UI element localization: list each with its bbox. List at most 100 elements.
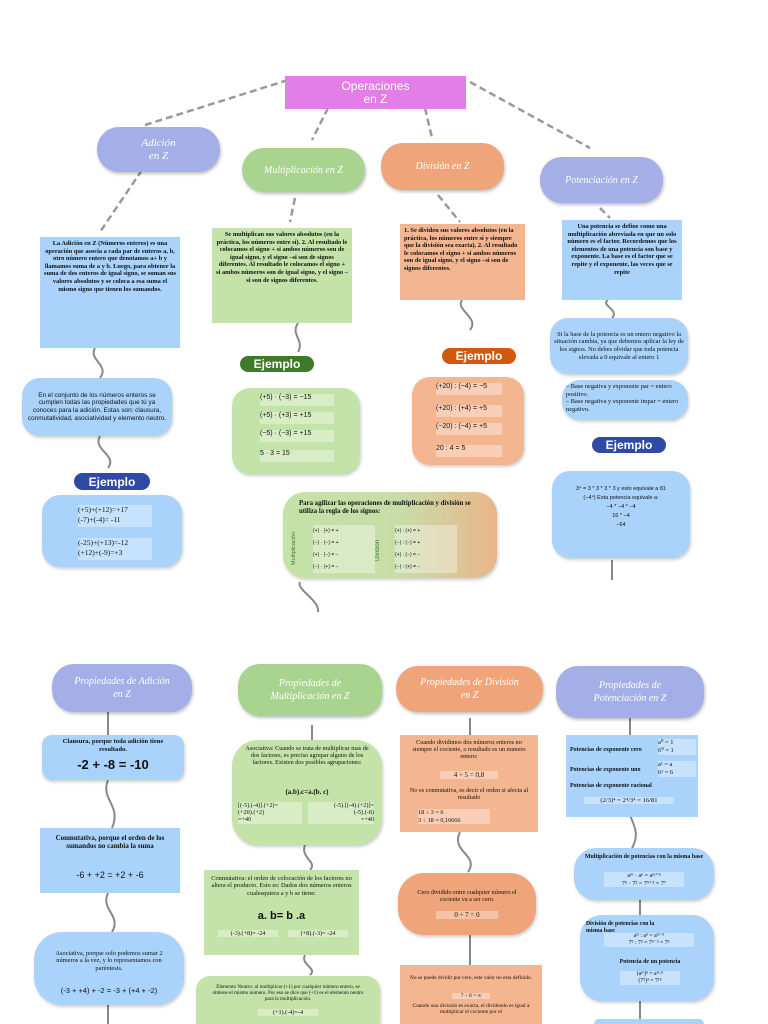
ad-asociativa-box: Asociativa, porque solo podemos sumar 2 …	[34, 932, 184, 1005]
dv-1-text: Cuando dividimos dos números enteros no …	[412, 739, 526, 761]
dv-2-text: No es conmutativa, es decir el orden si …	[409, 787, 529, 802]
potenciacion-pill: Potenciación en Z	[540, 157, 663, 203]
mu-conm-ex-2: (+8).(-3)= -24	[288, 930, 348, 937]
multiplicacion-ejemplo-box: (+5) · (−3) = −15 (+5) · (+3) = +15 (−5)…	[232, 388, 360, 474]
pt-box-1: Potencias de exponente cero a⁰ = 1 6⁰ = …	[566, 735, 698, 817]
dv-box-3: Cero dividido entre cualquier número el …	[398, 873, 536, 935]
pt-div-ex-2: 7⁵ : 7² = 7⁵⁻² = 7³	[628, 940, 670, 947]
pot-ej-1: 3⁴ = 3 * 3 * 3 * 3 y esto equivale a 81	[576, 486, 666, 492]
prop-multiplicacion-pill: Propiedades de Multiplicación en Z	[238, 664, 382, 716]
mu-asociativa-ex-right: (-5).[(-4).(+2)]= (-5).(-8) =+40	[308, 802, 374, 824]
mu-asoc-ex-3: =+40	[238, 816, 252, 824]
dv-5-text: Cuando una división es exacta, el divide…	[412, 1003, 530, 1016]
multiplicacion-ejemplo-label: Ejemplo	[240, 356, 314, 372]
signos-mult-label: Multiplicación	[291, 531, 297, 565]
signo-div-4: (−) : (+) = −	[395, 561, 457, 573]
pot-ej-3: −4 * −4 * −4	[606, 504, 636, 510]
pt-pot-ex-1: (aᵐ)ⁿ = aᵐ·ⁿ	[636, 971, 664, 977]
mu-conmutativa-formula: a. b= b .a	[257, 910, 306, 922]
mu-conmutativa-text: Conmutativa: el orden de colocación de l…	[211, 875, 352, 897]
pot-ej-2: (−4⁴) Esta potencia equivale a:	[583, 495, 659, 501]
mult-ej-2: (+5) · (+3) = +15	[260, 412, 334, 424]
pt-box-next	[594, 1019, 704, 1024]
mu-asociativa-text: Asociativa: Cuando se trata de multiplic…	[245, 745, 369, 767]
pt-box-div: División de potencias con la misma base …	[580, 915, 714, 1001]
signo-mult-3: (+) · (−) = −	[313, 549, 375, 561]
pt-pot-ex-2: (7⁵)³ = 7¹⁵	[638, 978, 662, 985]
mu-neutro-box: Elemento Neutro: al multiplicar (+1) por…	[196, 976, 380, 1024]
pot-ej-5: −64	[616, 522, 626, 528]
potenciacion-ejemplo-label: Ejemplo	[592, 437, 666, 453]
signo-div-3: (+) : (−) = −	[395, 549, 457, 561]
pt-div-ex-1: aᵐ : aⁿ = aᵐ⁻ⁿ	[633, 933, 665, 939]
title-box: Operaciones en Z	[285, 76, 466, 109]
signos-div-label: División	[375, 539, 381, 561]
dv-4-text: No se puede dividir por cero, este valor…	[409, 975, 533, 981]
pt-cero-ex-2: 6⁰ = 1	[658, 747, 674, 754]
ad-asociativa-example: (-3 + +4) + -2 = -3 + (+4 + -2)	[60, 986, 158, 995]
pt-pot-label: Potencia de un potencia	[619, 959, 681, 965]
ad-clausura-box: Clausura, porque toda adición tiene resu…	[42, 735, 184, 780]
division-definition: 1. Se dividen sus valores absolutos (en …	[400, 224, 525, 300]
potenciacion-definition: Una potencia se define como una multipli…	[562, 220, 682, 300]
mu-asociativa-ex-left: [(-5).(-4)].(+2)= (+20).(+2) =+40	[238, 802, 302, 824]
dv-3-text: Cero dividido entre cualquier número el …	[417, 889, 517, 904]
mu-asoc-ex-2: (+20).(+2)	[238, 809, 265, 817]
adicion-ej-4: (+12)+(-9)=+3	[78, 548, 123, 557]
signos-box: Para agilizar las operaciones de multipl…	[283, 492, 497, 578]
mu-conm-ex-1: (-3).(+8)= -24	[218, 930, 278, 937]
prop-adicion-pill: Propiedades de Adición en Z	[52, 664, 192, 712]
multiplicacion-definition: Se multiplican sus valores absolutos (en…	[212, 228, 352, 323]
pt-mult-label: Multiplicación de potencias con la misma…	[584, 854, 704, 860]
ad-conmutativa-example: -6 + +2 = +2 + -6	[76, 870, 144, 880]
prop-potenciacion-pill: Propiedades de Potenciación en Z	[556, 666, 704, 718]
dv-3-example: 0 ÷ 7 = 0	[436, 911, 498, 919]
mu-asociativa-formula: (a.b).c=a.(b. c)	[285, 788, 329, 796]
signo-mult-1: (+) · (+) = +	[313, 525, 375, 537]
dv-box-1: Cuando dividimos dos números enteros no …	[400, 735, 538, 832]
adicion-ejemplo-label: Ejemplo	[74, 473, 150, 490]
potenciacion-negative-base: Si la base de la potencia es un entero n…	[550, 318, 688, 374]
dv-box-4: No se puede dividir por cero, este valor…	[400, 965, 542, 1024]
mu-asoc-ex-1: [(-5).(-4)].(+2)=	[238, 802, 278, 809]
mult-ej-1: (+5) · (−3) = −15	[260, 394, 334, 406]
signo-mult-2: (−) · (−) = +	[313, 537, 375, 549]
dv-1-example: 4 ÷ 5 = 0,8	[440, 771, 498, 779]
ad-clausura-text: Clausura, porque toda adición tiene resu…	[62, 738, 164, 753]
adicion-ej-1: (+5)+(+12)=+17	[78, 505, 128, 514]
mult-ej-4: 5 · 3 = 15	[260, 450, 334, 462]
mu-neutro-example: (+1).(-4)=-4	[258, 1009, 318, 1016]
mu-asoc-ex-4: (-5).[(-4).(+2)]=	[334, 802, 374, 809]
mu-conmutativa-box: Conmutativa: el orden de colocación de l…	[204, 870, 359, 955]
pt-box-mult: Multiplicación de potencias con la misma…	[574, 848, 714, 900]
ad-conmutativa-text: Conmutativa, porque el orden de los suma…	[55, 834, 165, 850]
multiplicacion-pill: Multiplicación en Z	[242, 148, 365, 192]
pt-uno-label: Potencias de exponente uno	[570, 767, 641, 773]
pt-mult-ex-2: 7⁵ · 7² = 7⁵⁺² = 7⁷	[621, 879, 667, 887]
adicion-pill: Adición en Z	[97, 127, 220, 172]
dv-2-ex-2: 3 ÷ 18 = 0,16666	[418, 816, 461, 824]
pt-racional-label: Potencias de exponente racional	[570, 783, 652, 789]
mu-asoc-ex-6: =+40	[360, 816, 374, 824]
div-ej-3: (−20) : (−4) = +5	[436, 423, 502, 435]
division-ejemplo-box: (+20) : (−4) = −5 (+20) : (+4) = +5 (−20…	[412, 377, 524, 465]
div-ej-4: 20 : 4 = 5	[436, 445, 502, 457]
signo-div-1: (+) : (+) = +	[395, 525, 457, 537]
pt-cero-ex-1: a⁰ = 1	[658, 739, 674, 746]
adicion-properties-summary: En el conjunto de los números enteros se…	[22, 378, 172, 436]
ad-asociativa-text: Asociativa, porque solo podemos sumar 2 …	[55, 950, 163, 972]
pt-uno-ex-1: a¹ = a	[658, 761, 673, 768]
ad-clausura-example: -2 + -8 = -10	[77, 757, 149, 772]
signo-div-2: (−) : (−) = +	[395, 537, 457, 549]
div-ej-1: (+20) : (−4) = −5	[436, 383, 502, 395]
pt-racional-example: (2/3)⁴ = 2⁴/3⁴ = 16/81	[584, 797, 674, 804]
pt-cero-label: Potencias de exponente cero	[570, 747, 642, 753]
adicion-ej-3: (-25)+(+13)=-12	[78, 538, 129, 547]
div-ej-2: (+20) : (+4) = +5	[436, 405, 502, 417]
division-ejemplo-label: Ejemplo	[442, 348, 516, 364]
pt-mult-ex-1: aᵐ · aⁿ = aᵐ⁺ⁿ	[627, 872, 661, 879]
pot-ej-4: 16 * −4	[612, 513, 630, 519]
mult-ej-3: (−5) · (−3) = +15	[260, 430, 334, 442]
signos-title: Para agilizar las operaciones de multipl…	[299, 500, 471, 515]
prop-division-pill: Propiedades de División en Z	[396, 666, 543, 712]
